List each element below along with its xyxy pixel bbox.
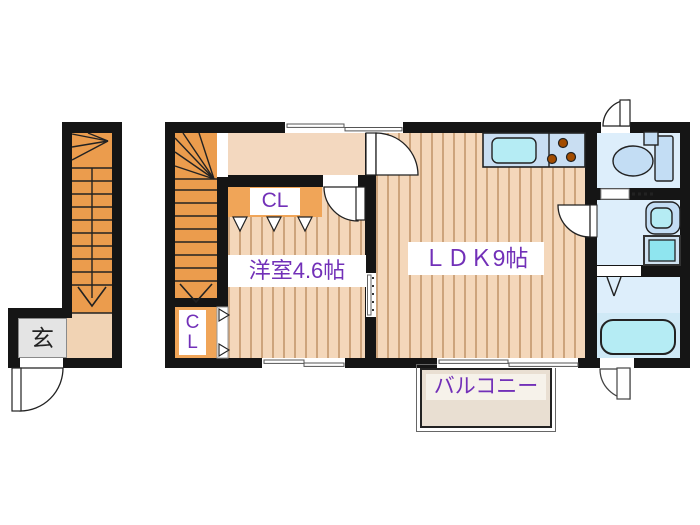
sliding-window-top xyxy=(285,122,403,133)
wall xyxy=(165,358,690,368)
toilet-door xyxy=(601,99,631,133)
hall-floor xyxy=(228,133,376,175)
wall xyxy=(62,122,72,318)
sliding-window-western-room xyxy=(262,358,345,368)
wall xyxy=(365,133,376,358)
stairs-1f-direction-arrow xyxy=(77,286,107,308)
wall xyxy=(63,358,122,368)
toilet-fixture xyxy=(612,131,674,182)
closet-upper-label: CL xyxy=(250,188,300,215)
wall xyxy=(585,133,597,358)
wall xyxy=(680,122,690,368)
closet-lower-label-l: L xyxy=(187,331,198,353)
ldk-door xyxy=(365,132,419,176)
closet-lower-door xyxy=(216,306,231,359)
entrance-genkan-floor xyxy=(18,318,67,358)
western-room-label: 洋室4.6帖 xyxy=(228,255,366,287)
wall xyxy=(165,122,690,133)
sliding-door-balcony xyxy=(437,358,579,368)
wall xyxy=(8,358,20,368)
bathroom-exterior-door xyxy=(599,358,634,400)
wall xyxy=(8,308,18,368)
wall xyxy=(8,308,72,318)
wall xyxy=(112,122,122,368)
closet-lower-label-c: C xyxy=(185,311,200,333)
closet-upper-bifold-marks xyxy=(232,216,313,233)
bathtub-fixture xyxy=(600,319,676,355)
wall xyxy=(62,122,122,133)
stairs-2f-direction-arrow xyxy=(179,283,213,304)
balcony-label: バルコニー xyxy=(426,374,546,400)
western-room-door xyxy=(323,175,366,222)
stairs-2f xyxy=(174,132,217,282)
stove-burners xyxy=(546,137,577,165)
entrance-landing-floor xyxy=(62,313,112,358)
kitchen-sink xyxy=(491,137,537,164)
stairs-1f xyxy=(71,132,112,314)
entrance-label: 玄 xyxy=(31,324,54,351)
ldk-label: ＬＤＫ9帖 xyxy=(408,242,544,275)
closet-lower-label: C L xyxy=(179,310,206,355)
sliding-door-western-ldk xyxy=(366,273,376,317)
wall xyxy=(165,122,175,368)
washing-machine-pan xyxy=(643,235,681,266)
wall xyxy=(217,177,228,303)
entrance-door xyxy=(11,358,64,412)
kitchen-counter xyxy=(482,132,586,168)
washbasin-fixture xyxy=(645,201,681,235)
washroom-door xyxy=(557,204,598,238)
bathroom-folding-door xyxy=(597,266,641,297)
wall xyxy=(175,298,228,307)
sliding-door-toilet xyxy=(600,188,656,200)
